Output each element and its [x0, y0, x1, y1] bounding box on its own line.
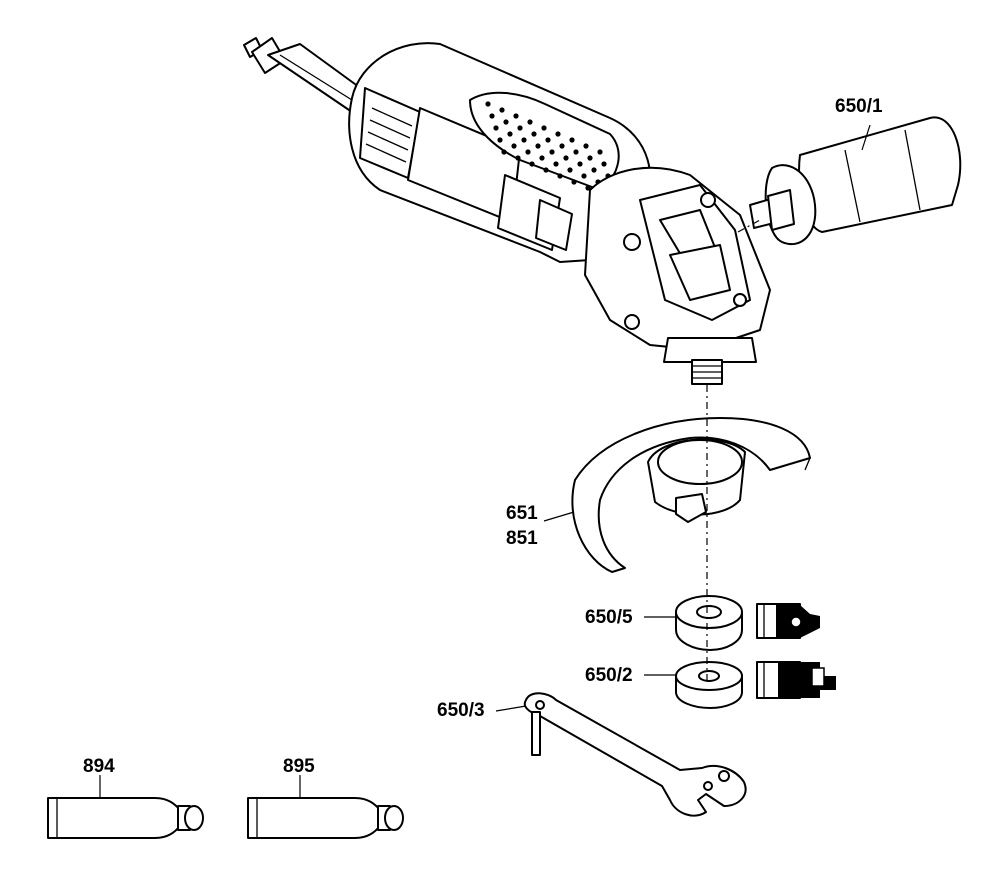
vent-slots: [365, 107, 413, 163]
callout-650-1: 650/1: [835, 96, 883, 117]
grip-texture: [485, 101, 619, 203]
callout-650-5: 650/5: [585, 607, 633, 628]
wheel-guard: [571, 417, 811, 573]
assembly-axes: [706, 219, 761, 680]
spanner-wrench: [523, 692, 747, 817]
clamping-nut: [675, 595, 820, 651]
flange: [675, 661, 836, 709]
side-handle: [749, 116, 962, 246]
callout-895: 895: [283, 756, 315, 777]
callout-851: 851: [506, 528, 538, 549]
power-cord: [243, 37, 371, 113]
leader-lines: [99, 124, 871, 798]
callout-894: 894: [83, 756, 115, 777]
grease-tube-894: [47, 797, 204, 839]
callout-650-2: 650/2: [585, 665, 633, 686]
angle-grinder: [348, 42, 771, 385]
callout-650-3: 650/3: [437, 700, 485, 721]
callout-651: 651: [506, 503, 538, 524]
grease-tube-895: [247, 797, 404, 839]
